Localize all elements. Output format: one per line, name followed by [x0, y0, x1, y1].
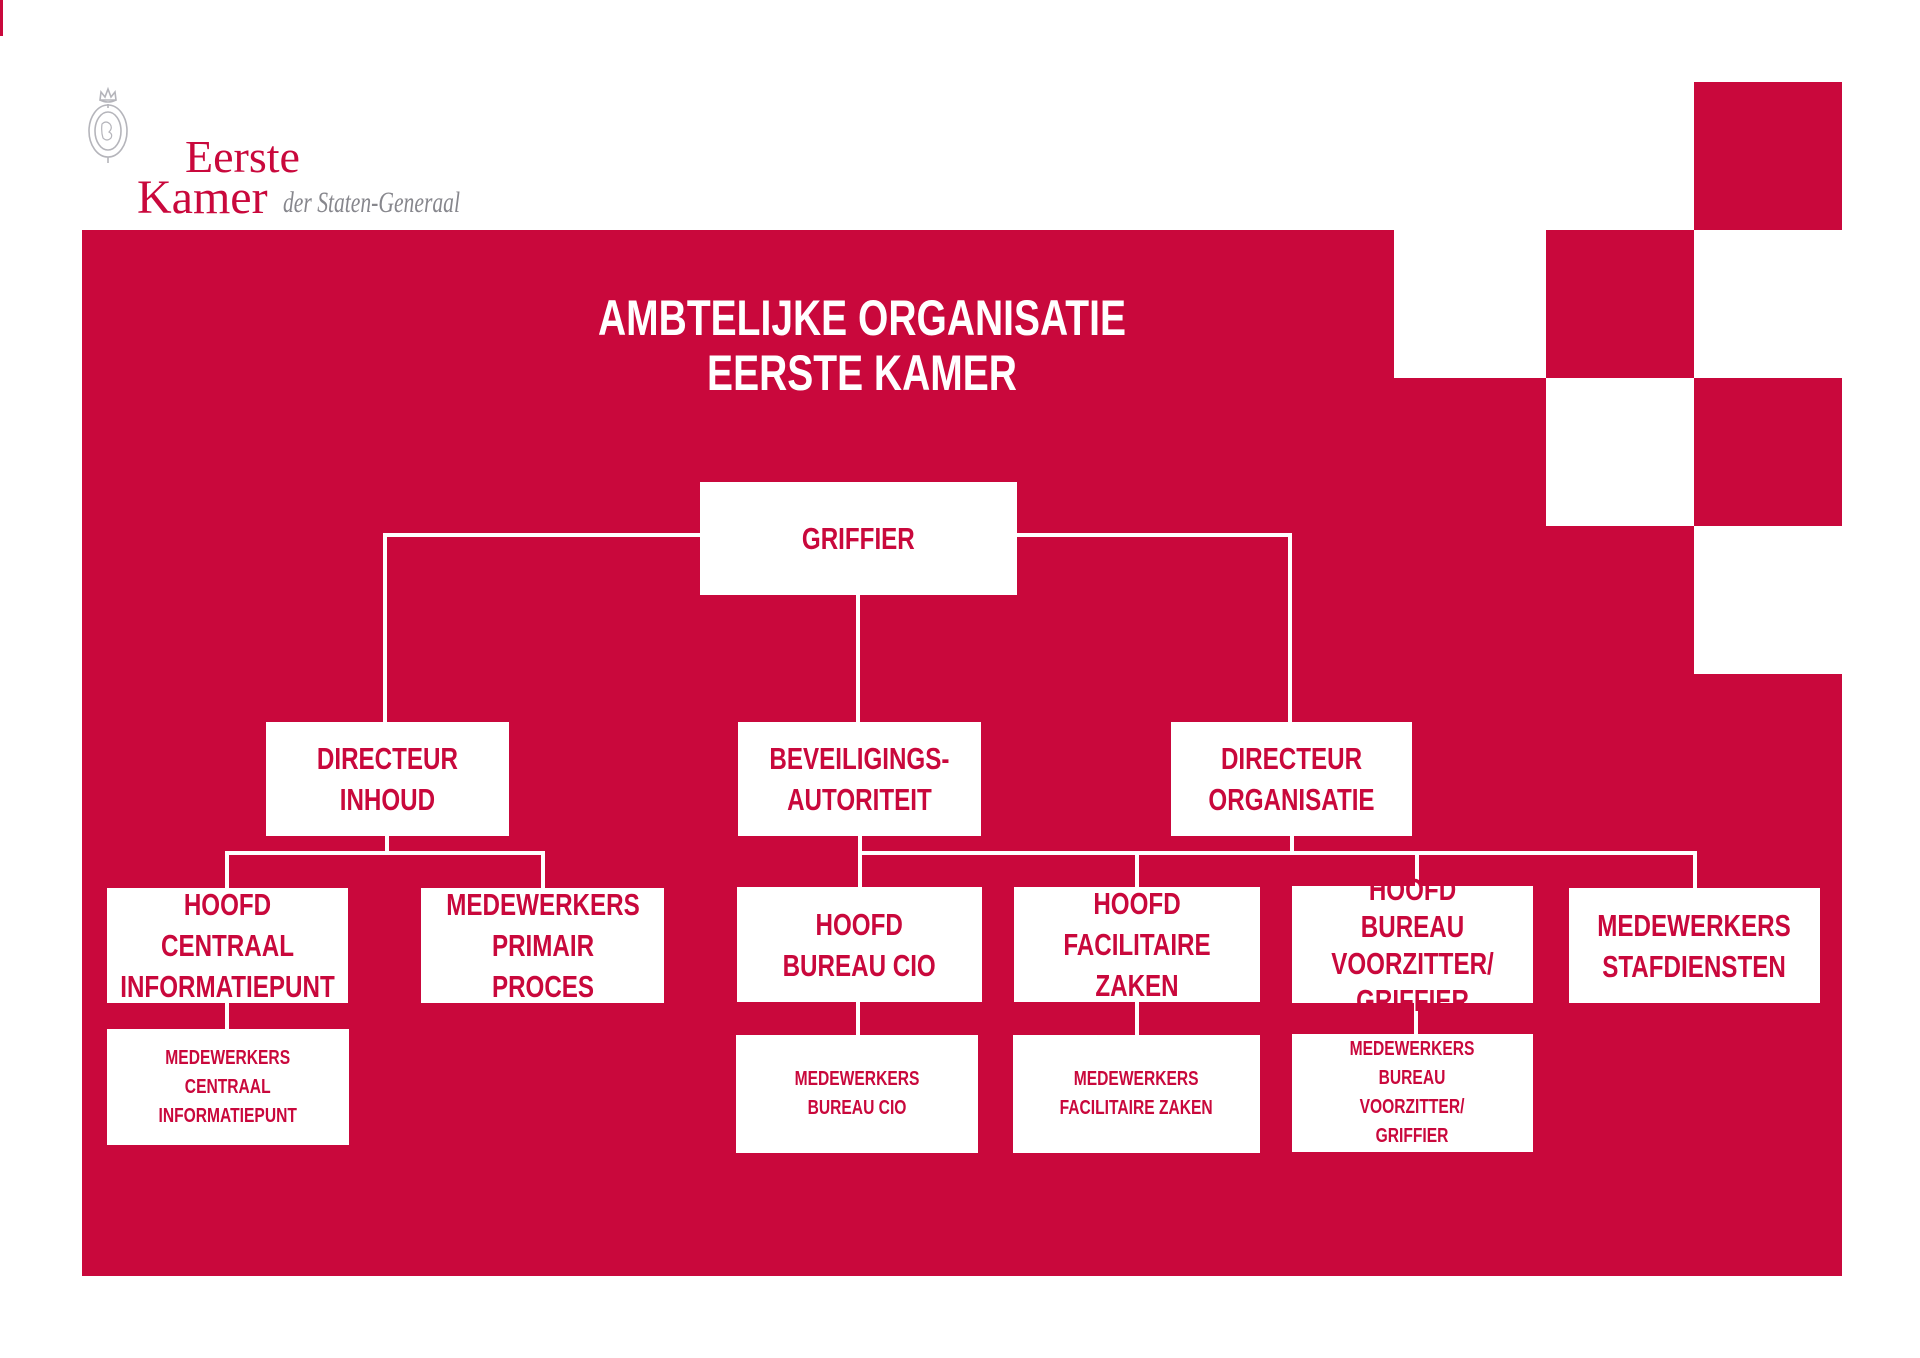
org-box-label: MEDEWERKERS BUREAU VOORZITTER/ GRIFFIER — [1350, 1038, 1475, 1147]
org-box-medewerkers-primair-proces: MEDEWERKERS PRIMAIR PROCES — [421, 887, 664, 1004]
connector-stub-inhoud — [385, 836, 389, 855]
checker-square — [1694, 378, 1842, 526]
org-box-medewerkers-facilitaire-zaken: MEDEWERKERS FACILITAIRE ZAKEN — [1013, 1035, 1260, 1153]
corner-bleed-mark — [0, 0, 3, 36]
connector-drop-hoofd-fz — [1135, 851, 1139, 887]
connector-bvg-medew — [1414, 1003, 1418, 1034]
org-box-label: MEDEWERKERS CENTRAAL INFORMATIEPUNT — [158, 1046, 298, 1127]
org-box-beveiligingsautoriteit: BEVEILIGINGS- AUTORITEIT — [738, 722, 981, 836]
connector-drop-inhoud — [383, 533, 387, 722]
checker-square — [1694, 82, 1842, 230]
org-box-hoofd-bureau-cio: HOOFD BUREAU CIO — [737, 887, 982, 1002]
org-box-label: HOOFD FACILITAIRE ZAKEN — [1063, 886, 1211, 1003]
checker-square — [1546, 230, 1694, 378]
page-title: AMBTELIJKE ORGANISATIE EERSTE KAMER — [598, 290, 1126, 401]
red-canvas-row — [82, 230, 1394, 378]
org-box-directeur-organisatie: DIRECTEUR ORGANISATIE — [1171, 722, 1412, 836]
connector-bus-inhoud — [225, 851, 545, 855]
connector-griffier-right — [1015, 533, 1292, 537]
connector-drop-hoofd-cio — [858, 836, 862, 887]
connector-drop-medew-staf — [1693, 851, 1697, 888]
org-box-label: HOOFD BUREAU VOORZITTER/ GRIFFIER — [1331, 871, 1494, 1018]
connector-fz-medew — [1135, 1002, 1139, 1035]
org-box-label: GRIFFIER — [802, 521, 915, 556]
org-box-hoofd-facilitaire-zaken: HOOFD FACILITAIRE ZAKEN — [1014, 886, 1260, 1003]
logo-brand-line1: Eerste — [185, 131, 300, 182]
connector-drop-medew-pp — [541, 851, 545, 888]
org-box-medewerkers-centraal-informatiepunt: MEDEWERKERS CENTRAAL INFORMATIEPUNT — [107, 1029, 349, 1145]
connector-drop-organisatie — [1288, 533, 1292, 722]
connector-cip-medew — [225, 1003, 229, 1029]
org-box-griffier: GRIFFIER — [700, 482, 1017, 595]
org-box-medewerkers-stafdiensten: MEDEWERKERS STAFDIENSTEN — [1569, 888, 1820, 1003]
org-box-label: MEDEWERKERS FACILITAIRE ZAKEN — [1059, 1068, 1214, 1119]
org-box-hoofd-centraal-informatiepunt: HOOFD CENTRAAL INFORMATIEPUNT — [107, 887, 348, 1004]
connector-drop-hoofd-bvg — [1415, 851, 1419, 886]
org-box-label: HOOFD BUREAU CIO — [782, 906, 937, 983]
connector-griffier-beveiliging — [856, 595, 860, 722]
connector-griffier-left — [385, 533, 702, 537]
connector-stub-organisatie — [1290, 836, 1294, 855]
org-box-medewerkers-bureau-cio: MEDEWERKERS BUREAU CIO — [736, 1035, 978, 1153]
org-box-medewerkers-bureau-voorzitter-griffier: MEDEWERKERS BUREAU VOORZITTER/ GRIFFIER — [1292, 1034, 1533, 1152]
logo-brand-line2: Kamer — [137, 171, 268, 224]
org-box-label: BEVEILIGINGS- AUTORITEIT — [769, 741, 950, 817]
org-box-label: MEDEWERKERS BUREAU CIO — [794, 1068, 920, 1119]
royal-seal-icon — [88, 86, 128, 163]
org-box-hoofd-bureau-voorzitter-griffier: HOOFD BUREAU VOORZITTER/ GRIFFIER — [1292, 872, 1533, 1018]
org-box-label: DIRECTEUR INHOUD — [316, 741, 459, 817]
org-box-label: DIRECTEUR ORGANISATIE — [1208, 741, 1375, 817]
logo-suffix: der Staten-Generaal — [283, 186, 460, 219]
connector-bus-organisatie — [858, 851, 1697, 855]
org-box-label: MEDEWERKERS PRIMAIR PROCES — [445, 887, 640, 1004]
connector-cio-medew — [856, 1002, 860, 1035]
org-box-directeur-inhoud: DIRECTEUR INHOUD — [266, 722, 509, 836]
org-box-label: HOOFD CENTRAAL INFORMATIEPUNT — [120, 887, 335, 1004]
connector-drop-hoofd-cip — [225, 851, 229, 888]
org-box-label: MEDEWERKERS STAFDIENSTEN — [1597, 907, 1792, 984]
